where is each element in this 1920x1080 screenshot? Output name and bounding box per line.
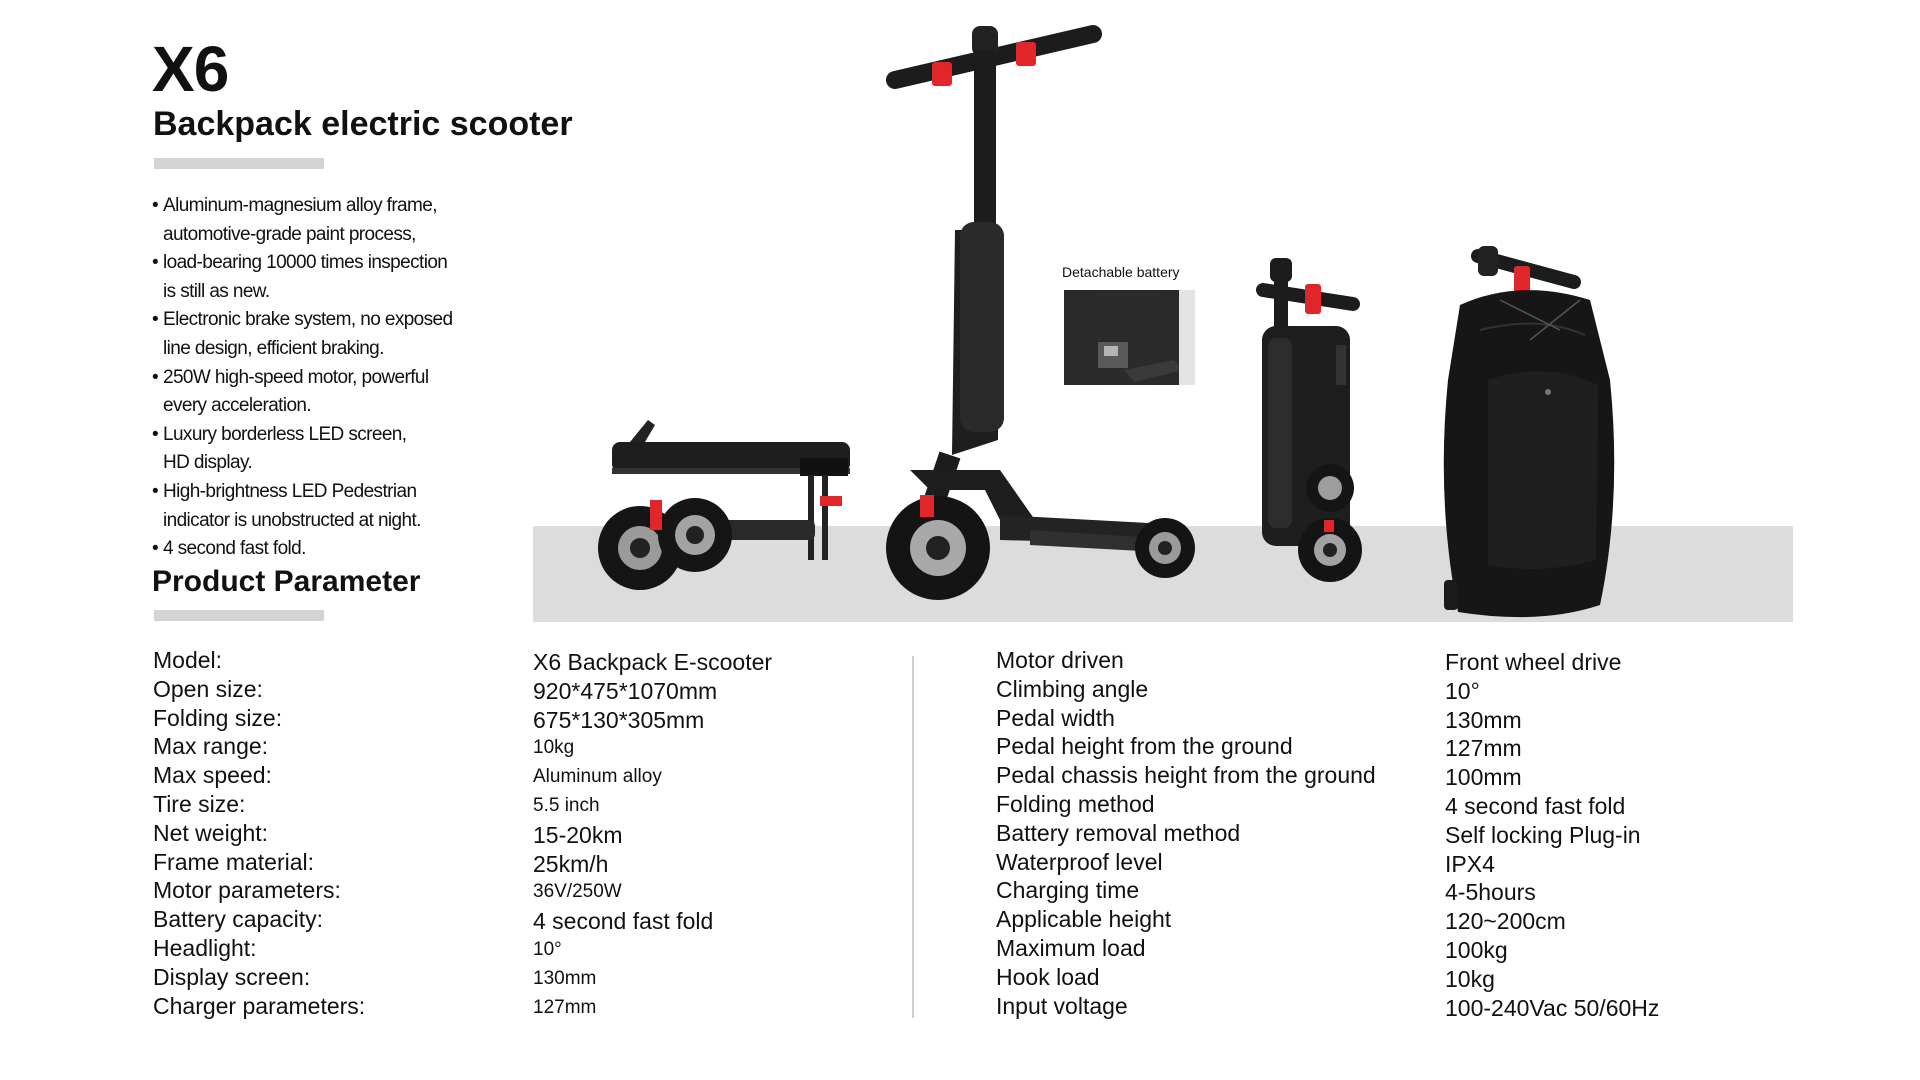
parameter-label: Pedal chassis height from the ground — [996, 762, 1376, 789]
battery-caption: Detachable battery — [1062, 264, 1180, 280]
column-divider — [912, 656, 914, 1018]
parameter-value: 36V/250W — [533, 881, 622, 903]
feature-text: every acceleration. — [163, 395, 312, 417]
parameter-value: 120~200cm — [1445, 908, 1566, 935]
parameter-label: Charger parameters: — [153, 992, 366, 1019]
feature-text: Electronic brake system, no exposed — [163, 309, 453, 331]
parameter-label: Input voltage — [996, 992, 1128, 1019]
parameter-value: 15-20km — [533, 821, 623, 848]
product-subtitle: Backpack electric scooter — [153, 105, 573, 143]
feature-text: 250W high-speed motor, powerful — [163, 366, 429, 388]
folded-scooter-image — [598, 420, 850, 590]
feature-item: •Aluminum-magnesium alloy frame, automoti… — [152, 192, 512, 249]
parameter-label: Maximum load — [996, 934, 1146, 961]
feature-text: 4 second fast fold. — [163, 538, 306, 560]
parameter-label: Max range: — [153, 733, 269, 760]
feature-text: automotive-grade paint process, — [163, 223, 416, 245]
parameter-label: Applicable height — [996, 906, 1172, 933]
parameter-value: IPX4 — [1445, 850, 1495, 877]
parameter-label: Open size: — [153, 675, 263, 702]
parameter-value: 100kg — [1445, 936, 1508, 963]
feature-text: is still as new. — [163, 280, 270, 302]
parameter-label: Tire size: — [153, 790, 246, 817]
product-model-title: X6 — [152, 33, 229, 105]
parameter-value: 130mm — [1445, 706, 1522, 733]
parameter-label: Climbing angle — [996, 675, 1149, 702]
feature-text: HD display. — [163, 452, 253, 474]
parameter-label: Motor parameters: — [153, 877, 341, 904]
parameter-value: 920*475*1070mm — [533, 677, 718, 704]
parameter-value: Self locking Plug-in — [1445, 821, 1641, 848]
feature-item: •Luxury borderless LED screen, HD display… — [152, 421, 512, 478]
parameter-label: Charging time — [996, 877, 1140, 904]
parameters-heading: Product Parameter — [152, 565, 421, 598]
parameter-value: 10kg — [1445, 965, 1495, 992]
parameters-underline — [154, 610, 324, 621]
feature-item: •load-bearing 10000 times inspection is s… — [152, 249, 512, 306]
parameter-label: Max speed: — [153, 762, 272, 789]
feature-list: •Aluminum-magnesium alloy frame,automoti… — [152, 192, 512, 564]
parameter-label: Display screen: — [153, 963, 311, 990]
parameter-label: Model: — [153, 647, 223, 673]
parameter-label: Net weight: — [153, 819, 269, 846]
feature-item: •Electronic brake system, no exposed line… — [152, 306, 512, 363]
feature-item: •4 second fast fold. — [152, 535, 512, 564]
feature-bullet: • — [152, 366, 159, 388]
feature-text: Luxury borderless LED screen, — [163, 423, 407, 445]
feature-bullet: • — [152, 538, 159, 560]
feature-item: •250W high-speed motor, powerful every ac… — [152, 364, 512, 421]
feature-text: line design, efficient braking. — [163, 337, 384, 359]
parameter-value: 10° — [1445, 677, 1480, 704]
parameter-value: 100mm — [1445, 764, 1522, 791]
parameter-label: Folding method — [996, 790, 1155, 817]
parameter-label: Frame material: — [153, 848, 315, 875]
feature-item: •High-brightness LED Pedestrian indicator… — [152, 478, 512, 535]
parameter-value: 5.5 inch — [533, 794, 600, 816]
parameter-value: 10kg — [533, 737, 575, 759]
parameter-value: 4 second fast fold — [533, 908, 714, 935]
backpack-image — [1443, 246, 1615, 618]
parameter-label: Pedal height from the ground — [996, 733, 1293, 760]
parameter-value: 127mm — [1445, 735, 1522, 762]
parameter-value: 675*130*305mm — [533, 706, 705, 733]
parameter-value: X6 Backpack E-scooter — [533, 649, 773, 675]
title-underline — [154, 158, 324, 169]
parameter-label: Pedal width — [996, 704, 1115, 731]
parameter-label: Folding size: — [153, 704, 283, 731]
feature-text: load-bearing 10000 times inspection — [163, 252, 448, 274]
feature-bullet: • — [152, 480, 159, 502]
parameter-value: 127mm — [533, 996, 597, 1018]
battery-detail-image — [1064, 290, 1195, 385]
feature-text: High-brightness LED Pedestrian — [163, 480, 417, 502]
feature-text: Aluminum-magnesium alloy frame, — [163, 195, 437, 216]
feature-bullet: • — [152, 309, 159, 331]
parameter-label: Hook load — [996, 963, 1100, 990]
feature-bullet: • — [152, 252, 159, 274]
parameter-label: Battery removal method — [996, 819, 1241, 846]
feature-text: indicator is unobstructed at night. — [163, 509, 421, 531]
parameter-value: 100-240Vac 50/60Hz — [1445, 994, 1660, 1021]
parameter-label: Battery capacity: — [153, 906, 324, 933]
parameter-value: 4-5hours — [1445, 879, 1536, 906]
parameter-value: 130mm — [533, 967, 597, 989]
parameter-label: Motor driven — [996, 647, 1124, 673]
parameter-value: 25km/h — [533, 850, 609, 877]
parameter-labels-left: Model:Open size:Folding size:Max range:M… — [153, 646, 365, 1020]
parameter-label: Headlight: — [153, 934, 257, 961]
parameter-value: 4 second fast fold — [1445, 792, 1626, 819]
feature-bullet: • — [152, 195, 159, 216]
parameter-label: Waterproof level — [996, 848, 1163, 875]
open-scooter-image — [886, 25, 1195, 600]
feature-bullet: • — [152, 423, 159, 445]
parameter-value: 10° — [533, 938, 562, 960]
parameter-value: Aluminum alloy — [533, 766, 662, 788]
parameter-value: Front wheel drive — [1445, 649, 1622, 675]
folded-upright-scooter-image — [1256, 258, 1362, 582]
